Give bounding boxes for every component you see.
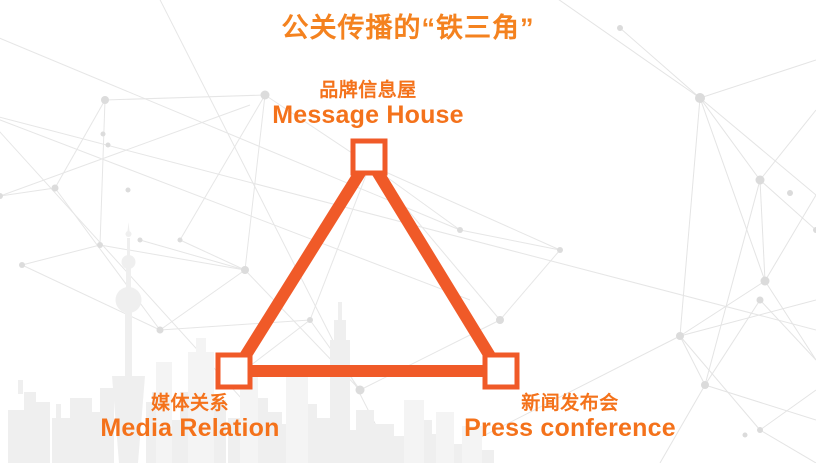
label-message-house-en: Message House	[272, 101, 464, 130]
label-message-house-cn: 品牌信息屋	[319, 80, 417, 101]
label-media-relation: 媒体关系 Media Relation	[0, 393, 380, 442]
node-message-house	[350, 138, 388, 176]
label-message-house: 品牌信息屋 Message House	[178, 80, 558, 129]
label-media-relation-cn: 媒体关系	[150, 393, 229, 414]
label-press-conference-en: Press conference	[464, 414, 676, 443]
label-press-conference-cn: 新闻发布会	[521, 393, 619, 414]
slide-title: 公关传播的“铁三角”	[281, 13, 535, 43]
node-media-relation	[215, 352, 253, 390]
label-press-conference: 新闻发布会 Press conference	[370, 393, 770, 442]
label-media-relation-en: Media Relation	[100, 414, 280, 443]
node-press-conference	[482, 352, 520, 390]
edge-apex-to-bottom-left	[233, 164, 369, 370]
edge-apex-to-bottom-right	[369, 164, 502, 370]
